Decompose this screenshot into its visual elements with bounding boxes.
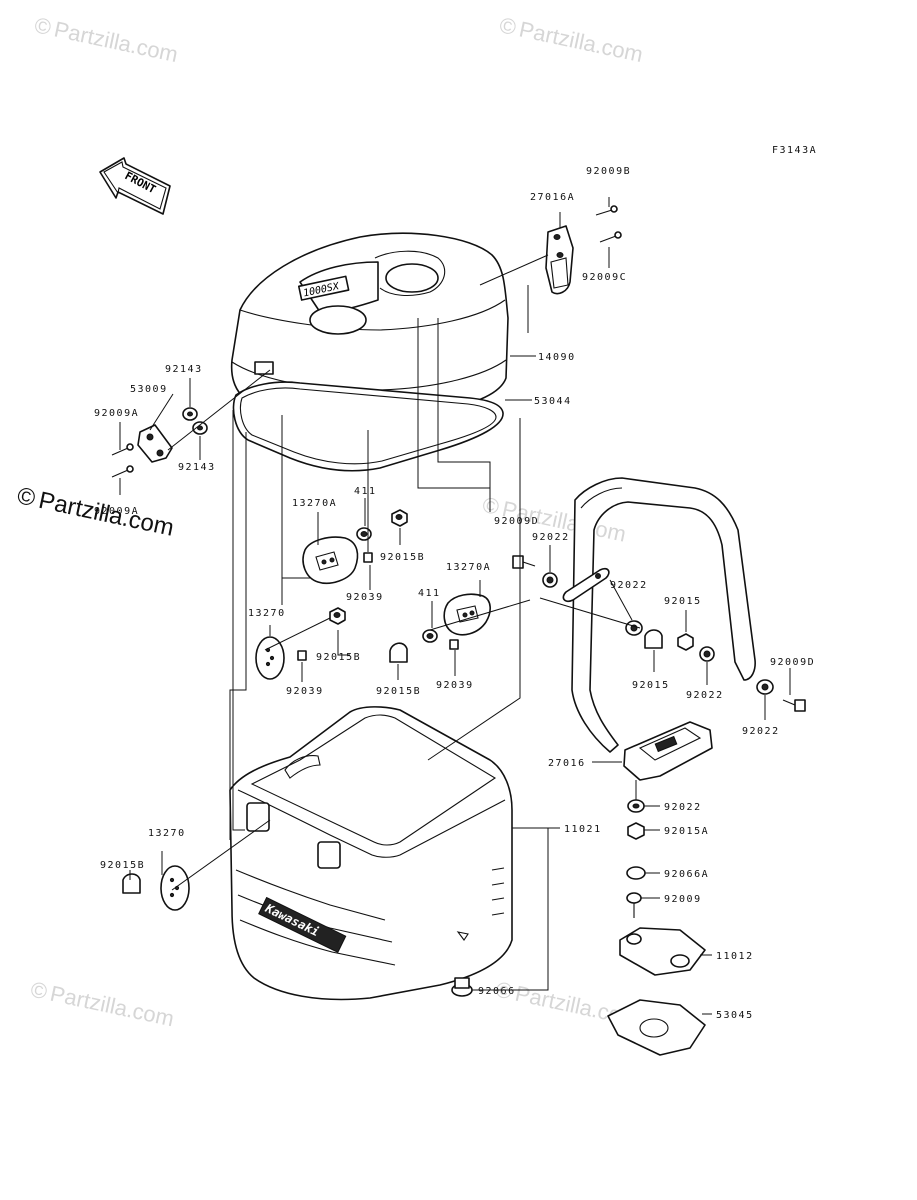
svg-text:©: © [480, 492, 501, 520]
bolt-92009 [626, 892, 642, 918]
hinge-53009 [137, 424, 173, 463]
gasket-53045 [607, 999, 706, 1056]
label-92022-2: 92022 [610, 580, 648, 591]
svg-text:©: © [32, 12, 53, 40]
bracket-plate [562, 567, 610, 603]
washer-92022-5 [627, 799, 645, 813]
label-92022-5: 92022 [664, 802, 702, 813]
svg-text:©: © [497, 12, 518, 40]
figure-code: F3143A [772, 145, 817, 156]
nut-92015B-3 [389, 642, 408, 663]
washer-92022-4 [756, 679, 774, 695]
label-13270-2: 13270 [148, 828, 186, 839]
washer-411-left [356, 527, 372, 541]
washer-92143-top [182, 407, 198, 421]
label-92143-bottom: 92143 [178, 462, 216, 473]
washer-92022-3 [699, 646, 715, 662]
label-92009D-bottom: 92009D [770, 657, 815, 668]
nut-92015A [627, 822, 645, 840]
label-27016A: 27016A [530, 192, 575, 203]
washer-92022-1 [542, 572, 558, 588]
watermark-top-right: © Partzilla.com [497, 12, 645, 67]
washer-92143-bottom [192, 421, 208, 435]
screw-92009B [595, 205, 618, 216]
label-92022-1: 92022 [532, 532, 570, 543]
label-92022-3: 92022 [686, 690, 724, 701]
label-92015B-2: 92015B [316, 652, 361, 663]
svg-text:Partzilla.com: Partzilla.com [517, 16, 645, 67]
screw-92039-3 [449, 639, 459, 650]
label-92009A-bottom: 92009A [94, 506, 139, 517]
label-92015-left: 92015 [632, 680, 670, 691]
screw-92039-1 [363, 552, 373, 563]
label-92039-3: 92039 [436, 680, 474, 691]
label-14090: 14090 [538, 352, 576, 363]
screw-92039-2 [297, 650, 307, 661]
gasket-53044 [232, 381, 504, 472]
svg-text:Partzilla.com: Partzilla.com [52, 16, 180, 67]
label-92039-2: 92039 [286, 686, 324, 697]
label-13270-1: 13270 [248, 608, 286, 619]
screw-92009A-bottom [111, 465, 134, 478]
carrier-frame [571, 477, 756, 753]
latch-base-27016 [623, 721, 713, 781]
label-92009B: 92009B [586, 166, 631, 177]
nut-92015-left [644, 629, 663, 649]
label-11012: 11012 [716, 951, 754, 962]
label-92022-4: 92022 [742, 726, 780, 737]
label-53044: 53044 [534, 396, 572, 407]
label-13270A-right: 13270A [446, 562, 491, 573]
screw-92009A-top [111, 443, 134, 456]
label-411-left: 411 [354, 486, 377, 497]
top-case: 1000SX [230, 232, 509, 423]
label-92066: 92066 [478, 986, 516, 997]
nut-92015B-4 [122, 873, 141, 894]
plug-92066 [451, 977, 473, 997]
label-53009: 53009 [130, 384, 168, 395]
bolt-92009D-bottom [782, 699, 806, 712]
label-92015B-4: 92015B [100, 860, 145, 871]
label-13270A-left: 13270A [292, 498, 337, 509]
latch-27016A [545, 225, 574, 295]
front-arrow-icon: FRONT [99, 157, 171, 215]
label-11021: 11021 [564, 824, 602, 835]
label-92009: 92009 [664, 894, 702, 905]
svg-text:Partzilla.com: Partzilla.com [48, 981, 176, 1032]
label-92009C: 92009C [582, 272, 627, 283]
screw-92009C [599, 231, 622, 243]
svg-text:©: © [15, 482, 38, 512]
label-92015B-1: 92015B [380, 552, 425, 563]
plate-13270-1 [255, 636, 285, 680]
label-92015-right: 92015 [664, 596, 702, 607]
label-92039-1: 92039 [346, 592, 384, 603]
nut-92015B-1 [391, 509, 408, 527]
nut-92015-right [677, 633, 694, 651]
washer-411-right [422, 629, 438, 643]
bottom-case: Kawasaki [229, 706, 513, 1001]
leader-lines [119, 197, 791, 1015]
label-92015A: 92015A [664, 826, 709, 837]
watermark-bottom-left: © Partzilla.com [28, 977, 176, 1032]
bracket-11012 [619, 927, 706, 976]
label-411-right: 411 [418, 588, 441, 599]
watermark-top-left: © Partzilla.com [32, 12, 180, 67]
bolt-92009D-top [512, 555, 536, 569]
label-92015B-3: 92015B [376, 686, 421, 697]
label-92009D-top: 92009D [494, 516, 539, 527]
svg-text:©: © [28, 977, 49, 1005]
label-92143-top: 92143 [165, 364, 203, 375]
label-27016: 27016 [548, 758, 586, 769]
part-labels: 92009B 27016A 92009C 14090 53044 92143 5… [94, 166, 815, 1021]
label-92009A-top: 92009A [94, 408, 139, 419]
nut-92015B-2 [329, 607, 346, 625]
label-53045: 53045 [716, 1010, 754, 1021]
label-92066A: 92066A [664, 869, 709, 880]
plate-13270A-left [302, 536, 359, 584]
cap-92066A [626, 866, 646, 880]
